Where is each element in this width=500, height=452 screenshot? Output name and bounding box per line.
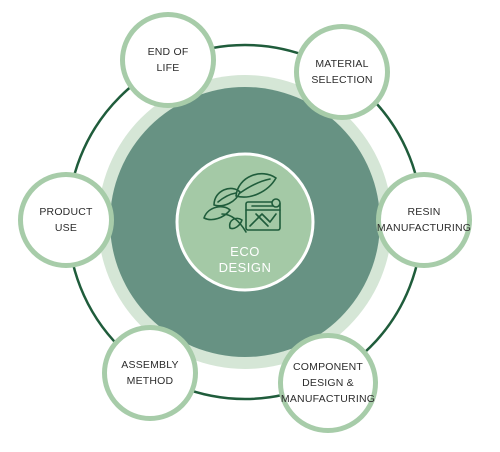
leaf-and-drafting-icon: [203, 172, 281, 233]
stage-label: RESIN MANUFACTURING: [376, 206, 472, 234]
stage-component-design-manufacturing: COMPONENT DESIGN & MANUFACTURING: [278, 333, 378, 433]
stage-label: END OF LIFE: [147, 46, 189, 74]
stage-label: MATERIAL SELECTION: [311, 58, 373, 86]
stage-material-selection: MATERIAL SELECTION: [294, 24, 390, 120]
stage-product-use: PRODUCT USE: [18, 172, 114, 268]
stage-label: COMPONENT DESIGN & MANUFACTURING: [280, 361, 376, 405]
stage-end-of-life: END OF LIFE: [120, 12, 216, 108]
center-title: ECO DESIGN: [218, 244, 272, 275]
stage-assembly-method: ASSEMBLY METHOD: [102, 325, 198, 421]
eco-design-center: [175, 152, 315, 292]
stage-label: PRODUCT USE: [39, 206, 93, 234]
stage-label: ASSEMBLY METHOD: [121, 359, 179, 387]
stage-resin-manufacturing: RESIN MANUFACTURING: [376, 172, 472, 268]
